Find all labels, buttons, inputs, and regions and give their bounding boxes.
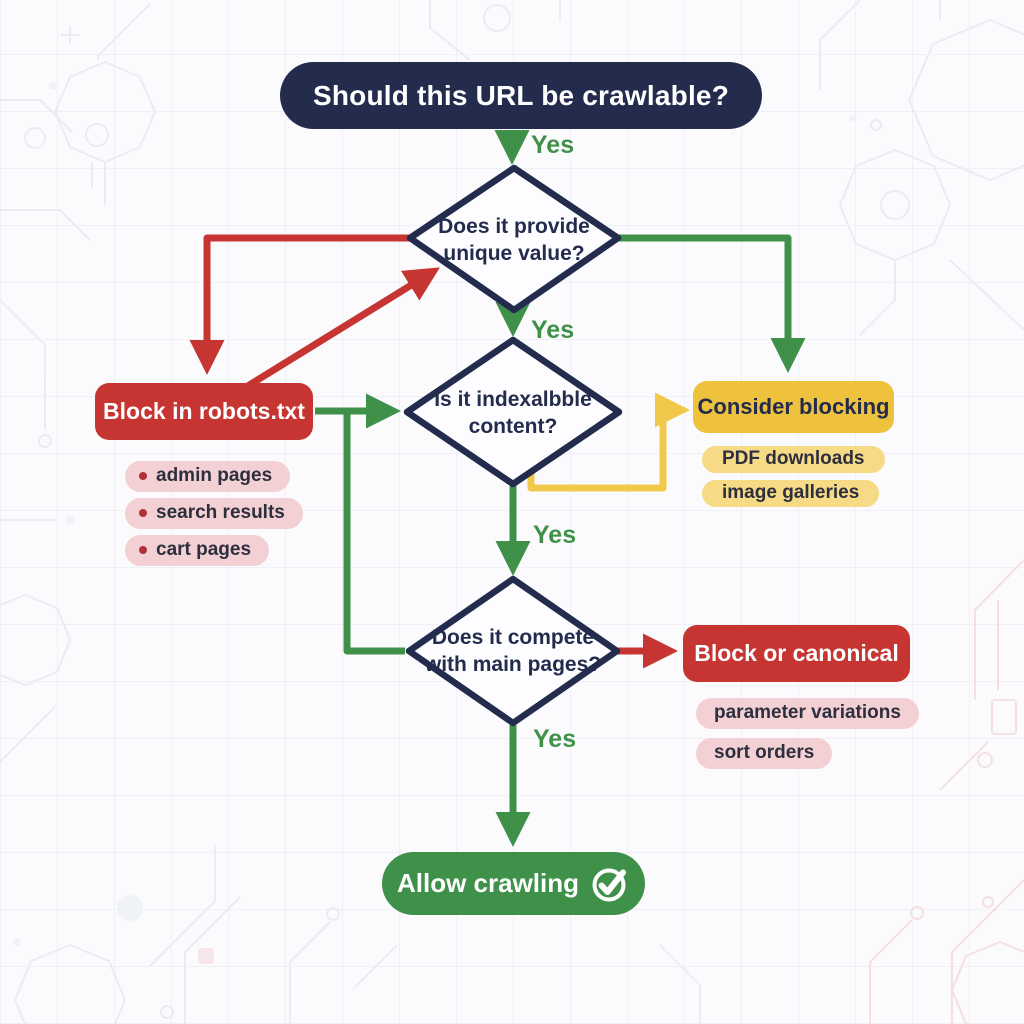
list-item-label: parameter variations — [714, 702, 901, 723]
edge-decision1-to-robots — [189, 234, 412, 375]
list-item-label: sort orders — [714, 742, 815, 763]
decision1-text: Does it provide unique value? — [438, 215, 590, 265]
edge-branch-to-decision3 — [343, 411, 405, 655]
consider-blocking-label: Consider blocking — [697, 394, 890, 419]
decision2-text: Is it indexalbble content? — [434, 388, 592, 438]
list-item-label: search results — [156, 502, 285, 523]
check-circle-icon — [592, 868, 627, 901]
bullet-dot — [139, 546, 147, 554]
decision-diamond-1 — [406, 164, 622, 314]
list-item: sort orders — [696, 738, 833, 769]
yes-label-2: Yes — [531, 316, 575, 344]
list-item: image galleries — [702, 480, 880, 507]
list-item-label: cart pages — [156, 539, 252, 560]
yes-label-3: Yes — [533, 521, 577, 549]
yes-label-4: Yes — [533, 725, 577, 753]
decision-diamond-3 — [405, 575, 621, 727]
block-canonical-label: Block or canonical — [694, 640, 899, 666]
list-item: parameter variations — [696, 698, 919, 729]
allow-crawling-label: Allow crawling — [396, 868, 580, 898]
block-canonical-node: Block or canonical — [683, 625, 910, 682]
edge-robots-return-to-decision1 — [236, 267, 440, 395]
list-item-label: image galleries — [722, 482, 860, 503]
edge-decision2-to-consider — [527, 392, 690, 492]
block-robots-label: Block in robots.txt — [103, 398, 305, 424]
list-item: PDF downloads — [702, 446, 885, 473]
bullet-dot — [139, 509, 147, 517]
yes-label-1: Yes — [531, 131, 575, 159]
start-node: Should this URL be crawlable? — [280, 62, 762, 129]
decision-diamond-2 — [403, 336, 623, 488]
list-item: search results — [125, 498, 303, 529]
edge-decision1-to-consider — [618, 234, 806, 373]
start-label: Should this URL be crawlable? — [312, 79, 729, 111]
robots-examples-list: admin pages search results cart pages — [125, 461, 303, 566]
allow-crawling-node: Allow crawling — [382, 852, 645, 915]
list-item: admin pages — [125, 461, 291, 492]
list-item-label: admin pages — [156, 465, 273, 486]
list-item-label: PDF downloads — [722, 448, 865, 469]
consider-examples-list: PDF downloads image galleries — [702, 446, 885, 507]
block-robots-node: Block in robots.txt — [95, 383, 313, 440]
bullet-dot — [139, 472, 147, 480]
list-item: cart pages — [125, 535, 270, 566]
decision3-text: Does it compete with main pages? — [424, 626, 602, 676]
canonical-examples-list: parameter variations sort orders — [696, 698, 919, 769]
consider-blocking-node: Consider blocking — [693, 381, 894, 433]
